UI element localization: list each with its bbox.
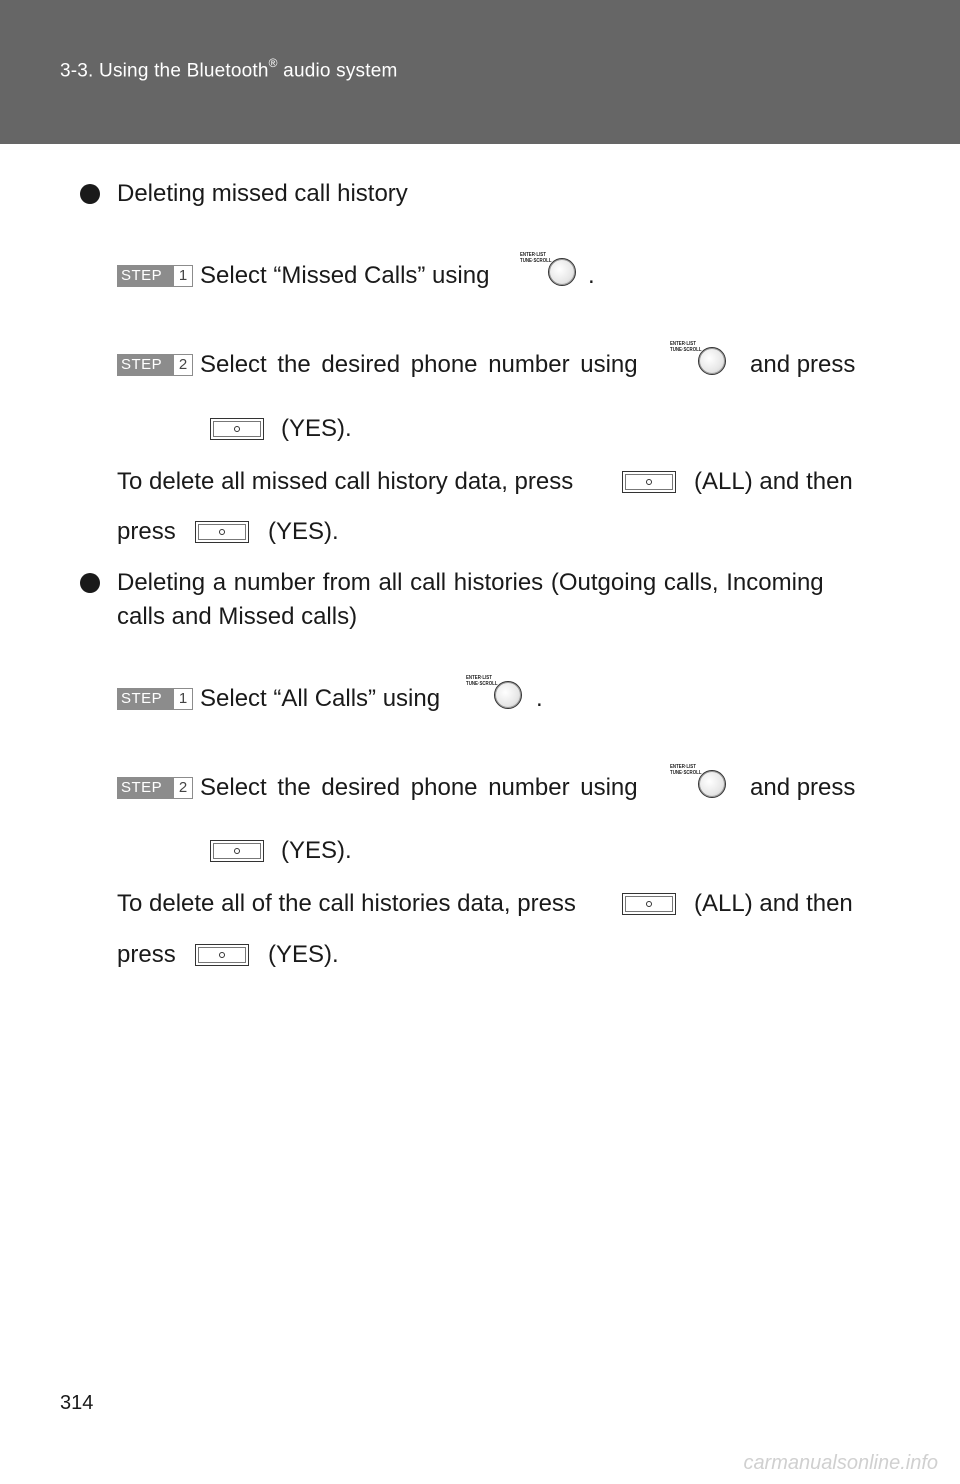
step-badge-number: 1 — [173, 689, 192, 709]
preset-button-icon — [195, 944, 249, 966]
page-number: 314 — [60, 1392, 94, 1414]
preset-button-icon — [622, 471, 676, 493]
header-section-title: 3-3. Using the Bluetooth® audio system — [60, 56, 398, 82]
section1-note-line2: press — [117, 518, 176, 545]
header-section-suffix: audio system — [277, 60, 398, 82]
section1-step2-text: Select the desired phone number using — [200, 351, 638, 378]
header-trademark: ® — [268, 56, 278, 70]
header-section-text: 3-3. Using the Bluetooth — [60, 60, 269, 82]
section2-step1-end: . — [536, 685, 543, 712]
section2-note-yes: (YES). — [268, 941, 339, 968]
step-badge-label: STEP — [121, 690, 163, 707]
step-badge-number: 2 — [173, 778, 192, 798]
bullet-circle-icon — [80, 573, 100, 593]
knob-dial — [698, 770, 726, 798]
step1-badge: STEP 1 — [117, 688, 193, 710]
knob-dial — [548, 258, 576, 286]
section1-note-yes: (YES). — [268, 518, 339, 545]
preset-button-icon — [210, 418, 264, 440]
section1-note-all: (ALL) and then — [694, 468, 853, 495]
section1-step2-yes: (YES). — [281, 415, 352, 442]
step2-badge: STEP 2 — [117, 354, 193, 376]
knob-dial — [494, 681, 522, 709]
section2-step2-text-b: and press — [750, 774, 856, 801]
preset-button-icon — [195, 521, 249, 543]
section1-step2-text-b: and press — [750, 351, 856, 378]
section2-title-line2: calls and Missed calls) — [117, 603, 358, 630]
step2-badge: STEP 2 — [117, 777, 193, 799]
section1-step1-end: . — [588, 262, 595, 289]
section2-step2-text: Select the desired phone number using — [200, 774, 638, 801]
step-badge-number: 1 — [173, 266, 192, 286]
step1-badge: STEP 1 — [117, 265, 193, 287]
section2-note-all: (ALL) and then — [694, 890, 853, 917]
preset-button-icon — [210, 840, 264, 862]
page-header: 3-3. Using the Bluetooth® audio system — [0, 0, 960, 144]
section2-note-line1: To delete all of the call histories data… — [117, 890, 576, 917]
preset-button-icon — [622, 893, 676, 915]
knob-dial — [698, 347, 726, 375]
watermark: carmanualsonline.info — [743, 1452, 938, 1474]
step-badge-label: STEP — [121, 356, 163, 373]
section2-step1-text: Select “All Calls” using — [200, 685, 441, 712]
section1-step1-text: Select “Missed Calls” using — [200, 262, 490, 289]
section1-note-line1: To delete all missed call history data, … — [117, 468, 574, 495]
step-badge-label: STEP — [121, 267, 163, 284]
step-badge-label: STEP — [121, 779, 163, 796]
section1-title: Deleting missed call history — [117, 180, 408, 207]
section2-title-line1: Deleting a number from all call historie… — [117, 569, 824, 596]
section2-step2-yes: (YES). — [281, 837, 352, 864]
step-badge-number: 2 — [173, 355, 192, 375]
section2-note-line2: press — [117, 941, 176, 968]
bullet-circle-icon — [80, 184, 100, 204]
